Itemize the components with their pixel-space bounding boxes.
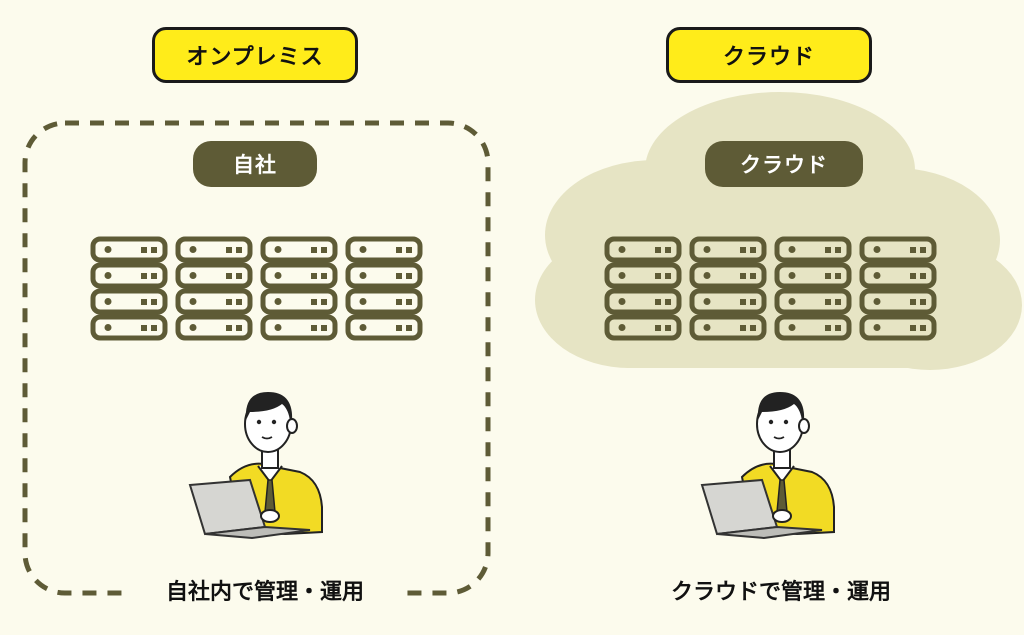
- cloud-location-pill: クラウド: [705, 141, 863, 187]
- onprem-location-pill: 自社: [193, 141, 317, 187]
- onprem-server-racks: [93, 239, 420, 338]
- onprem-caption: 自社内で管理・運用: [125, 574, 405, 606]
- cloud-title: クラウド: [722, 45, 815, 70]
- cloud-location-label: クラウド: [740, 153, 828, 177]
- cloud-title-pill: クラウド: [666, 27, 872, 83]
- onprem-title-pill: オンプレミス: [152, 27, 358, 83]
- onprem-location-label: 自社: [233, 153, 277, 177]
- onprem-title: オンプレミス: [186, 45, 324, 70]
- cloud-person-with-laptop-icon: [701, 391, 835, 539]
- cloud-caption: クラウドで管理・運用: [629, 574, 933, 606]
- onprem-person-with-laptop-icon: [189, 391, 323, 539]
